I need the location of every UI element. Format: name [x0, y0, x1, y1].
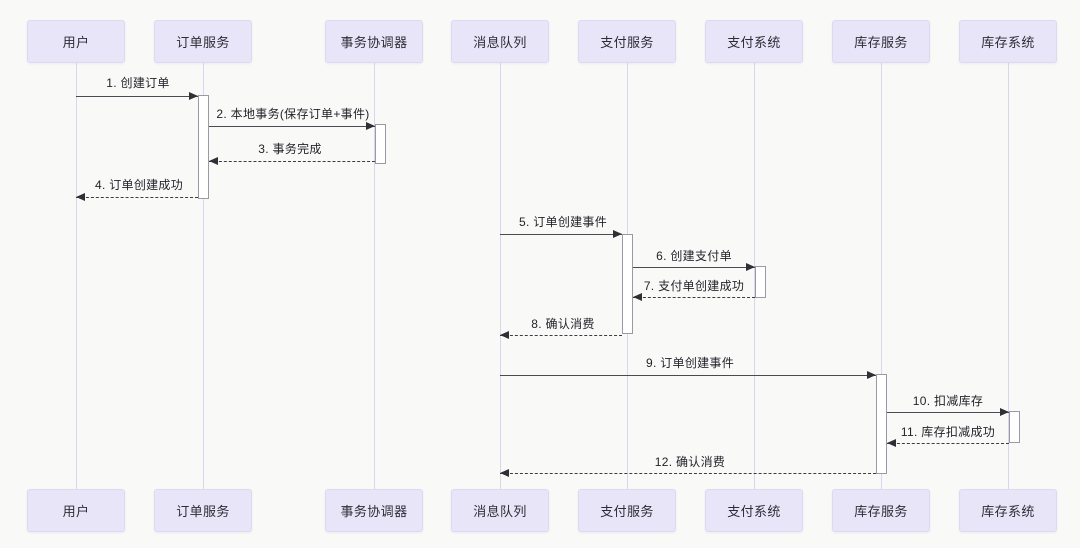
participant-footer-user[interactable]: 用户 — [27, 489, 125, 532]
message-arrowhead-10 — [1000, 408, 1009, 416]
lifeline-order-service — [203, 62, 204, 490]
participant-label: 用户 — [62, 35, 90, 50]
message-label-2: 2. 本地事务(保存订单+事件) — [216, 107, 370, 121]
message-label-6: 6. 创建支付单 — [656, 249, 732, 263]
act-order-service — [198, 95, 209, 199]
message-line-2 — [209, 126, 375, 127]
message-arrowhead-9 — [867, 371, 876, 379]
participant-header-payment-system[interactable]: 支付系统 — [705, 20, 803, 63]
participant-header-order-service[interactable]: 订单服务 — [154, 20, 252, 63]
participant-header-payment-service[interactable]: 支付服务 — [578, 20, 676, 63]
message-line-8 — [500, 335, 622, 336]
participant-footer-inventory-service[interactable]: 库存服务 — [832, 489, 930, 532]
message-arrowhead-6 — [746, 263, 755, 271]
message-arrowhead-8 — [500, 331, 509, 339]
participant-header-user[interactable]: 用户 — [27, 20, 125, 63]
lifeline-inventory-system — [1008, 62, 1009, 490]
message-arrowhead-1 — [189, 92, 198, 100]
message-label-4: 4. 订单创建成功 — [94, 178, 184, 192]
message-line-12 — [500, 473, 876, 474]
participant-header-message-queue[interactable]: 消息队列 — [451, 20, 549, 63]
message-line-3 — [209, 161, 375, 162]
message-line-9 — [500, 375, 876, 376]
lifeline-user — [76, 62, 77, 490]
participant-label: 支付服务 — [600, 504, 654, 519]
participant-label: 事务协调器 — [340, 35, 408, 50]
message-label-5: 5. 订单创建事件 — [518, 215, 608, 229]
participant-footer-payment-service[interactable]: 支付服务 — [578, 489, 676, 532]
message-line-7 — [633, 297, 755, 298]
message-line-11 — [887, 443, 1009, 444]
message-label-1: 1. 创建订单 — [106, 76, 170, 90]
message-arrowhead-12 — [500, 469, 509, 477]
participant-label: 订单服务 — [176, 35, 230, 50]
message-label-8: 8. 确认消费 — [531, 317, 595, 331]
participant-label: 库存系统 — [981, 35, 1035, 50]
participant-label: 消息队列 — [473, 35, 527, 50]
message-label-9: 9. 订单创建事件 — [645, 356, 735, 370]
participant-label: 支付系统 — [727, 504, 781, 519]
act-inventory-system — [1009, 411, 1020, 443]
act-payment-service — [622, 234, 633, 334]
participant-label: 事务协调器 — [340, 504, 408, 519]
message-line-4 — [76, 197, 198, 198]
message-label-11: 11. 库存扣减成功 — [900, 425, 996, 439]
message-label-12: 12. 确认消费 — [654, 455, 726, 469]
participant-footer-tx-coordinator[interactable]: 事务协调器 — [325, 489, 423, 532]
participant-label: 用户 — [62, 504, 90, 519]
message-arrowhead-2 — [366, 122, 375, 130]
act-inventory-service — [876, 374, 887, 474]
participant-label: 库存服务 — [854, 35, 908, 50]
message-line-1 — [76, 96, 198, 97]
participant-footer-inventory-system[interactable]: 库存系统 — [959, 489, 1057, 532]
act-payment-system — [755, 266, 766, 298]
participant-header-inventory-service[interactable]: 库存服务 — [832, 20, 930, 63]
message-arrowhead-5 — [613, 230, 622, 238]
participant-header-inventory-system[interactable]: 库存系统 — [959, 20, 1057, 63]
participant-footer-payment-system[interactable]: 支付系统 — [705, 489, 803, 532]
participant-label: 订单服务 — [176, 504, 230, 519]
lifeline-message-queue — [500, 62, 501, 490]
participant-footer-message-queue[interactable]: 消息队列 — [451, 489, 549, 532]
message-arrowhead-7 — [633, 293, 642, 301]
message-label-3: 3. 事务完成 — [258, 142, 322, 156]
lifeline-payment-system — [754, 62, 755, 490]
message-arrowhead-3 — [209, 157, 218, 165]
participant-header-tx-coordinator[interactable]: 事务协调器 — [325, 20, 423, 63]
lifeline-inventory-service — [881, 62, 882, 490]
message-line-10 — [887, 412, 1009, 413]
message-label-10: 10. 扣减库存 — [912, 394, 984, 408]
participant-footer-order-service[interactable]: 订单服务 — [154, 489, 252, 532]
participant-label: 支付系统 — [727, 35, 781, 50]
message-arrowhead-4 — [76, 193, 85, 201]
act-tx-coordinator — [375, 124, 386, 164]
message-line-5 — [500, 234, 622, 235]
participant-label: 消息队列 — [473, 504, 527, 519]
message-arrowhead-11 — [887, 439, 896, 447]
lifeline-tx-coordinator — [374, 62, 375, 490]
participant-label: 库存服务 — [854, 504, 908, 519]
message-line-6 — [633, 267, 755, 268]
message-label-7: 7. 支付单创建成功 — [643, 279, 745, 293]
participant-label: 库存系统 — [981, 504, 1035, 519]
participant-label: 支付服务 — [600, 35, 654, 50]
